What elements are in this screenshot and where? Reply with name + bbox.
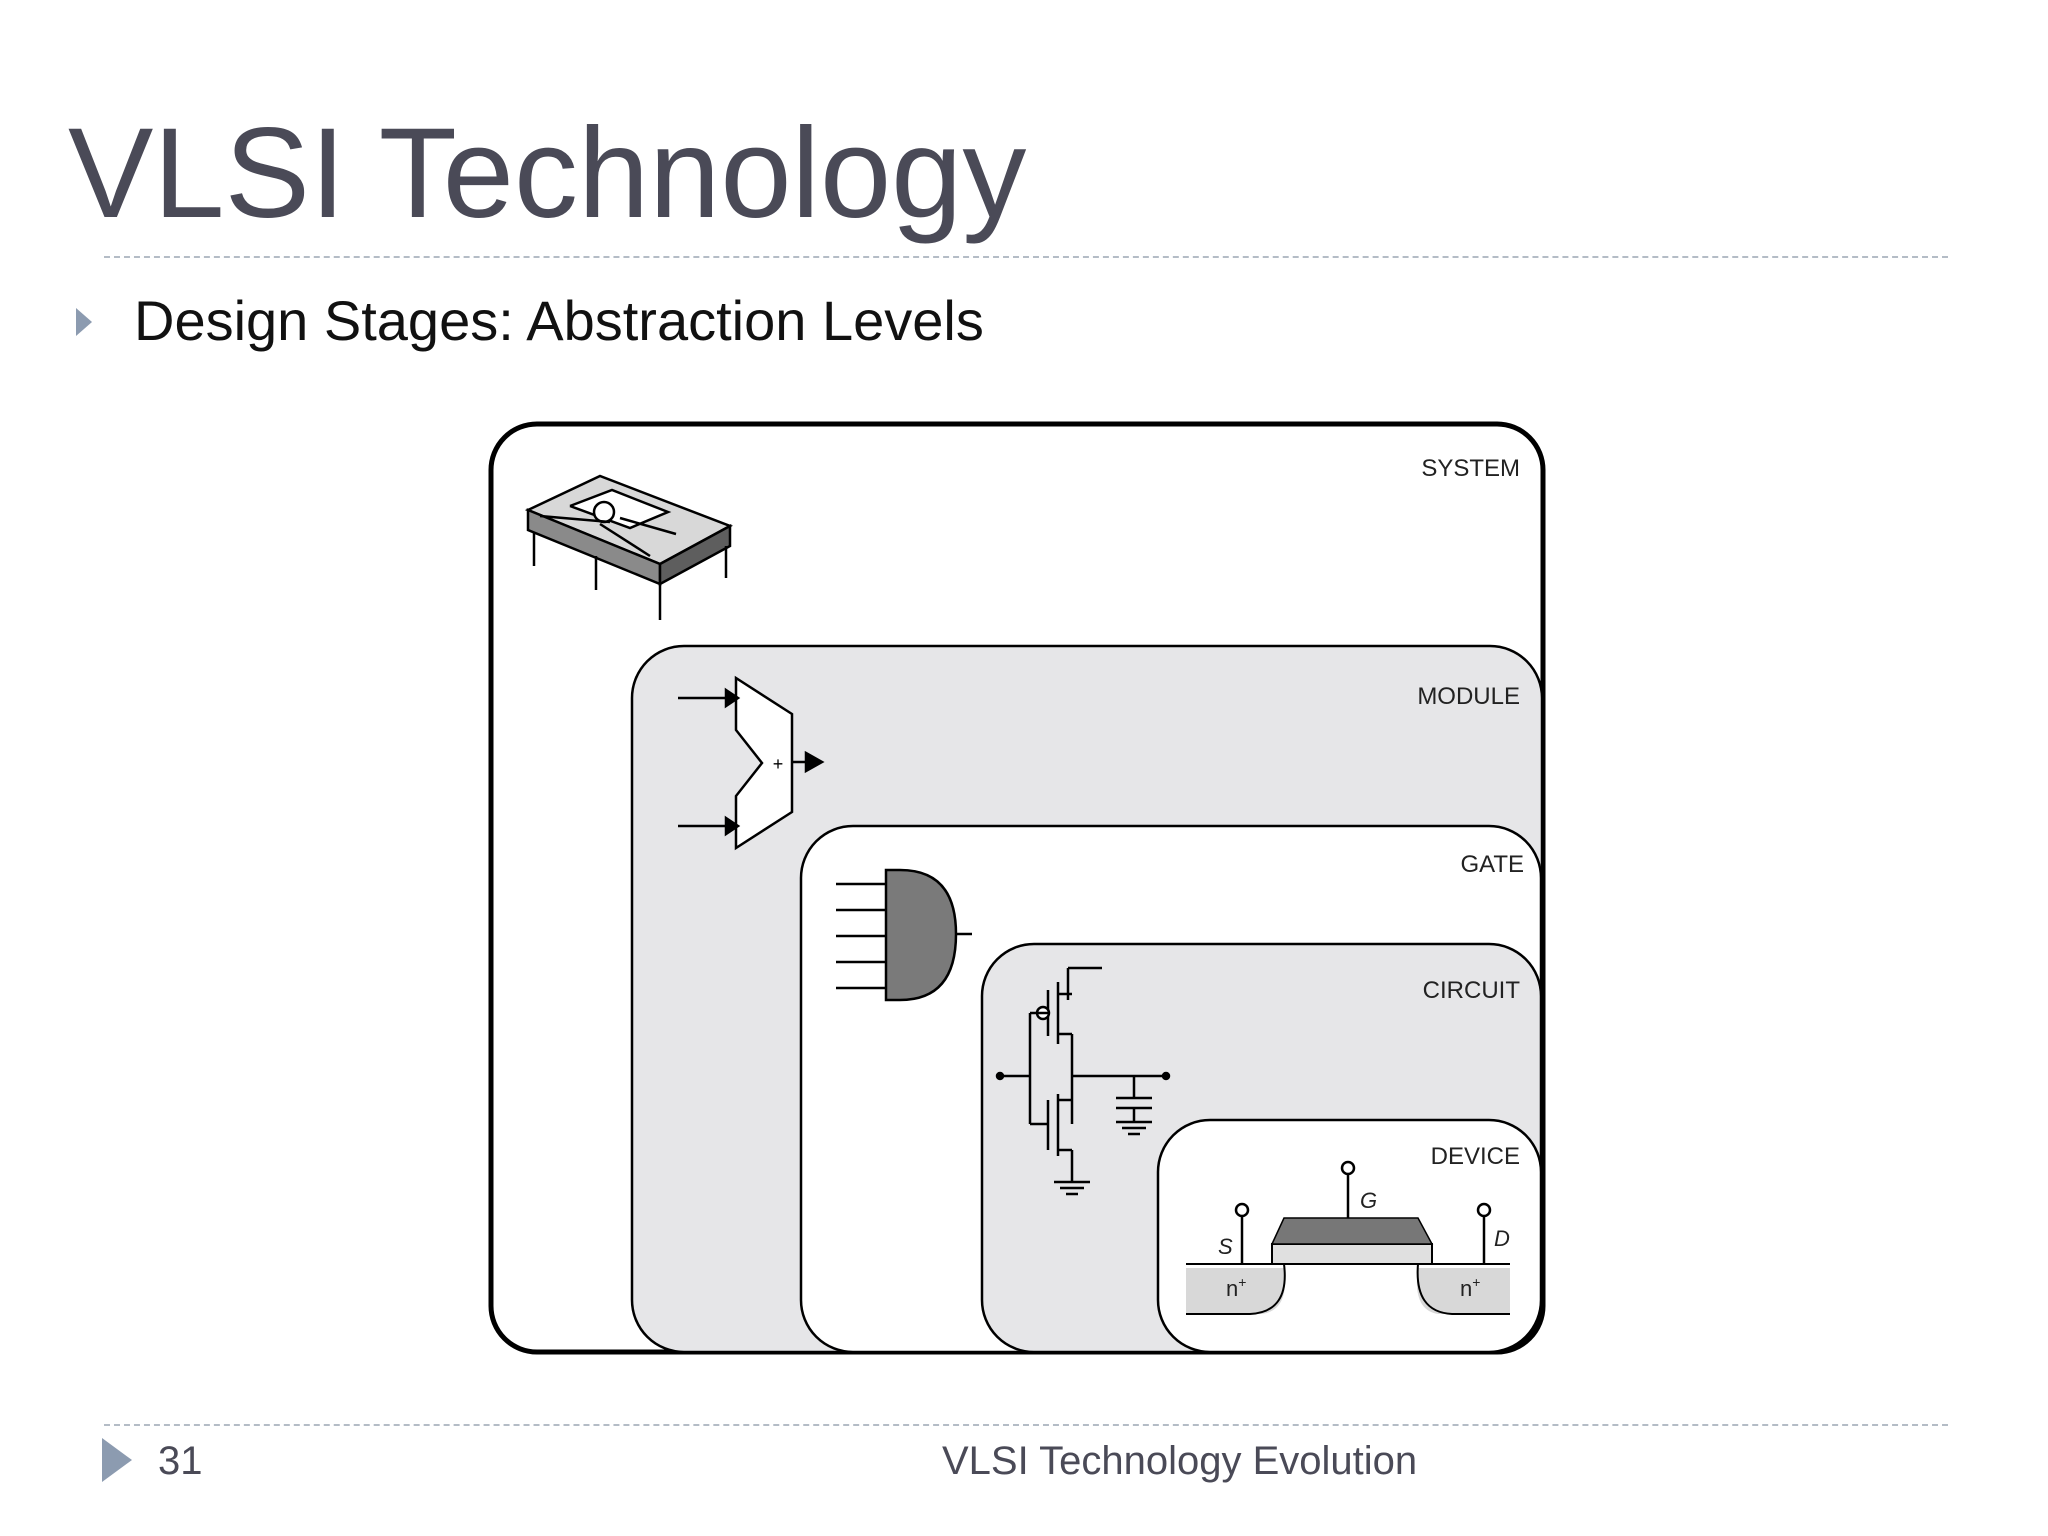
source-n-text: n: [1226, 1276, 1238, 1301]
device-source-label: S: [1218, 1234, 1233, 1259]
and-gate-icon: [836, 868, 972, 1002]
bullet-triangle-icon: [76, 308, 92, 336]
device-level-label: DEVICE: [1431, 1143, 1520, 1170]
abstraction-levels-diagram: SYSTEM MODULE +: [488, 421, 1546, 1355]
footer-divider: [104, 1424, 1948, 1426]
drain-plus-superscript: +: [1472, 1274, 1480, 1290]
source-plus-superscript: +: [1238, 1274, 1246, 1290]
system-level-label: SYSTEM: [1421, 455, 1520, 482]
adder-icon: [678, 675, 825, 851]
title-divider: [104, 256, 1948, 258]
footer-triangle-icon: [102, 1438, 132, 1482]
drain-n-text: n: [1460, 1276, 1472, 1301]
circuit-level-label: CIRCUIT: [1423, 977, 1521, 1004]
slide-title: VLSI Technology: [68, 102, 1027, 245]
cmos-inverter-icon: [995, 966, 1171, 1196]
device-drain-label: D: [1494, 1226, 1510, 1251]
chip-icon: [524, 474, 733, 620]
footer-title: VLSI Technology Evolution: [942, 1439, 1418, 1483]
device-gate-label: G: [1360, 1188, 1377, 1213]
module-level-label: MODULE: [1417, 683, 1520, 710]
drain-n-plus-label: n+: [1460, 1274, 1480, 1301]
source-n-plus-label: n+: [1226, 1274, 1246, 1301]
page-number: 31: [158, 1439, 203, 1483]
mosfet-cross-section-icon: [1186, 1160, 1510, 1315]
bullet-text: Design Stages: Abstraction Levels: [134, 289, 984, 352]
adder-plus-symbol: +: [773, 754, 784, 774]
gate-level-label: GATE: [1460, 851, 1524, 878]
